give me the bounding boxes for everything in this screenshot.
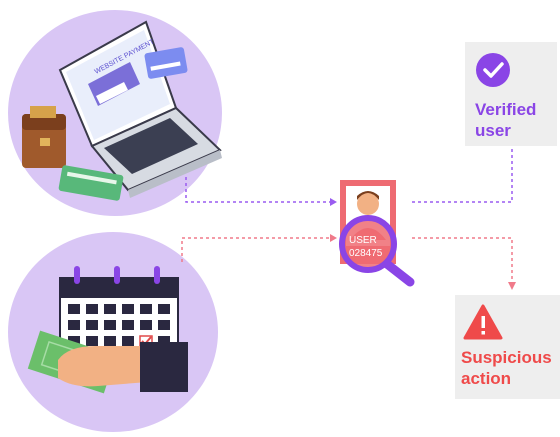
hand-icon (58, 342, 188, 392)
wallet-icon (22, 106, 66, 168)
arrow-to-user-2 (330, 234, 337, 242)
warning-icon (463, 304, 503, 340)
credit-card-icon (144, 47, 188, 79)
user-badge-line1: USER (349, 235, 377, 246)
magnifier-icon (339, 215, 415, 287)
verified-user-card: Verified user (465, 42, 557, 146)
arrow-to-suspicious (508, 282, 516, 290)
user-badge-line2: 028475 (349, 248, 383, 259)
checkmark-icon (476, 53, 510, 87)
laptop-icon (58, 20, 222, 198)
suspicious-action-card: Suspicious action (455, 295, 560, 399)
arrow-to-user (330, 198, 337, 206)
suspicious-action-label: Suspicious action (461, 348, 552, 388)
suspicious-connector (181, 237, 513, 282)
verified-user-label: Verified user (475, 100, 537, 140)
verified-connector (185, 136, 513, 203)
green-card-icon (58, 165, 124, 201)
